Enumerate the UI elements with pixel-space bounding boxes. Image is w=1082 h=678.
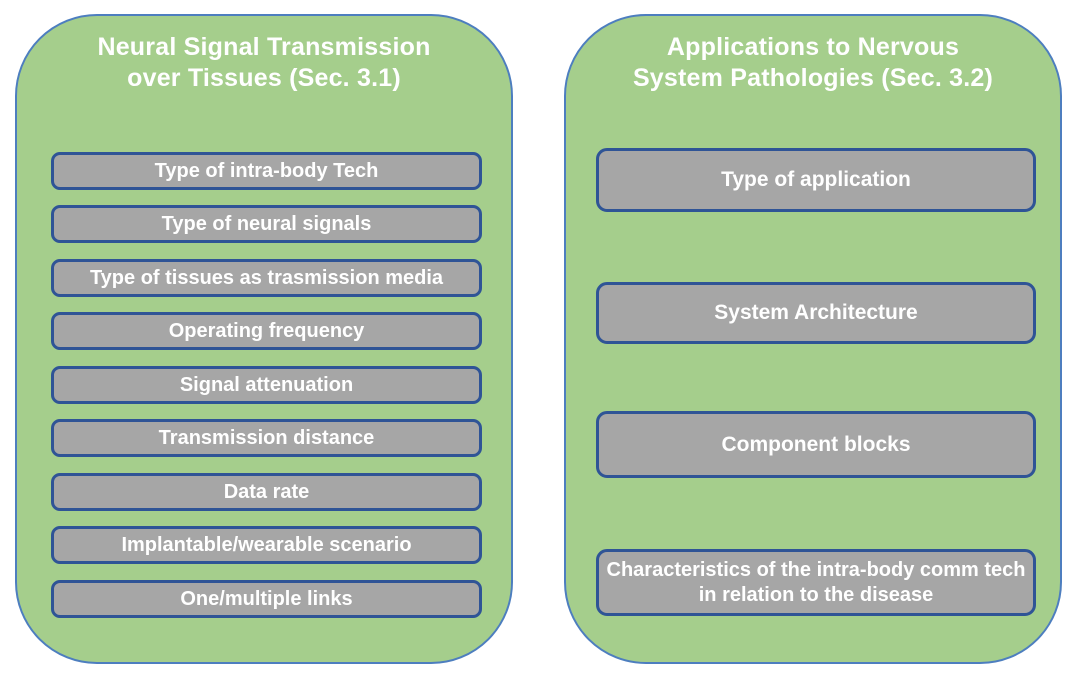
panel-right-title-line2: System Pathologies (Sec. 3.2) — [632, 63, 994, 92]
panel-left-title-line1: Neural Signal Transmission — [97, 33, 431, 61]
box-system-architecture: System Architecture — [596, 282, 1036, 344]
panel-right-title: Applications to Nervous System Pathologi… — [566, 32, 1060, 93]
box-implantable-wearable-scenario: Implantable/wearable scenario — [51, 526, 482, 564]
box-type-of-tissues-as-transmission-media: Type of tissues as trasmission media — [51, 259, 482, 297]
panel-neural-signal-transmission: Neural Signal Transmission over Tissues … — [15, 14, 513, 664]
panel-left-title-line2: over Tissues (Sec. 3.1) — [127, 63, 401, 92]
panel-applications-nervous-system-pathologies: Applications to Nervous System Pathologi… — [564, 14, 1062, 664]
box-transmission-distance: Transmission distance — [51, 419, 482, 457]
box-type-of-intra-body-tech: Type of intra-body Tech — [51, 152, 482, 190]
box-data-rate: Data rate — [51, 473, 482, 511]
box-type-of-application: Type of application — [596, 148, 1036, 212]
box-characteristics-intra-body-comm-tech: Characteristics of the intra-body comm t… — [596, 549, 1036, 616]
box-type-of-neural-signals: Type of neural signals — [51, 205, 482, 243]
panel-right-title-line1: Applications to Nervous — [666, 33, 960, 61]
box-operating-frequency: Operating frequency — [51, 312, 482, 350]
panel-left-title: Neural Signal Transmission over Tissues … — [17, 32, 511, 93]
box-signal-attenuation: Signal attenuation — [51, 366, 482, 404]
box-component-blocks: Component blocks — [596, 411, 1036, 478]
box-one-multiple-links: One/multiple links — [51, 580, 482, 618]
